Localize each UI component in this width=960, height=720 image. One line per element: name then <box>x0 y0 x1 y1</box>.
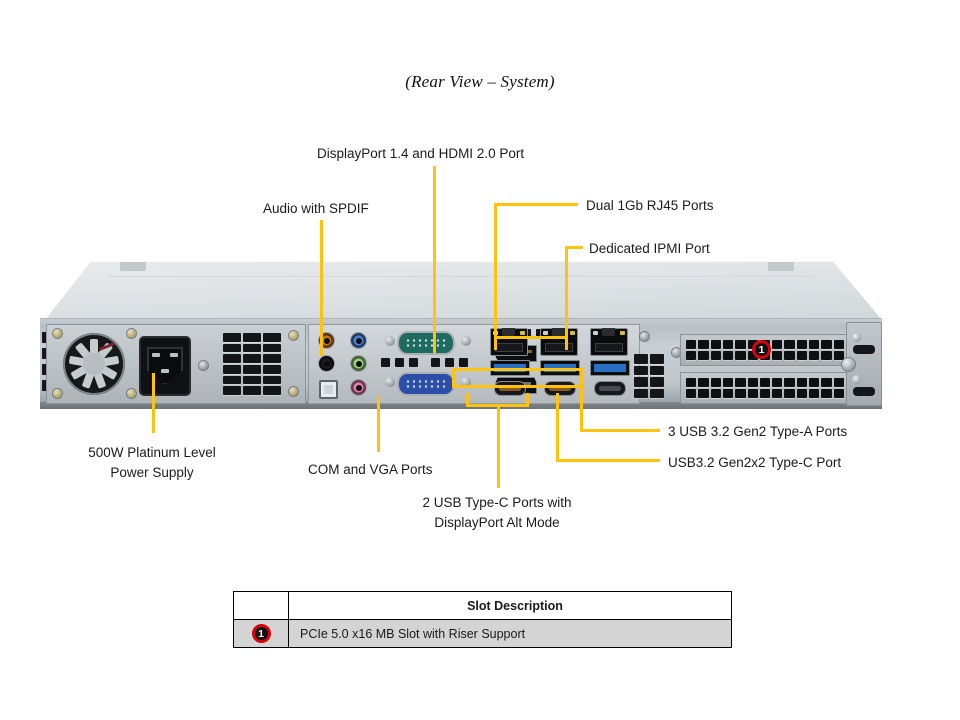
ac-power-inlet <box>139 336 191 396</box>
leader-usba-to-label <box>580 429 660 432</box>
rj45-lan-port-2 <box>540 328 578 356</box>
label-usb-typec-dp-alt: 2 USB Type-C Ports with DisplayPort Alt … <box>387 493 607 534</box>
psu-fan <box>63 333 125 395</box>
usb-3-2-gen2-type-a-port-3 <box>590 360 630 376</box>
table-row: 1 PCIe 5.0 x16 MB Slot with Riser Suppor… <box>233 619 732 648</box>
table-row-desc: PCIe 5.0 x16 MB Slot with Riser Support <box>288 619 732 648</box>
label-power-supply: 500W Platinum Level Power Supply <box>52 443 252 484</box>
label-typec-line1: 2 USB Type-C Ports with <box>422 495 572 510</box>
label-ipmi: Dedicated IPMI Port <box>589 241 710 256</box>
label-displayport-hdmi: DisplayPort 1.4 and HDMI 2.0 Port <box>317 146 525 161</box>
audio-jack-black <box>319 356 334 371</box>
leader-audio-spdif <box>320 220 323 356</box>
psu-vent-grid <box>223 333 281 395</box>
server-rear-chassis: 1 <box>40 258 882 410</box>
vga-port <box>397 372 455 396</box>
pcie-expansion-area: 1 <box>672 320 882 406</box>
lid-tab <box>768 262 795 271</box>
leader-ipmi-to-label <box>565 246 583 249</box>
table-header-num <box>233 591 289 620</box>
leader-usba-box-top <box>452 368 583 371</box>
label-com-vga: COM and VGA Ports <box>308 462 433 477</box>
leader-typec-bracket-left <box>466 393 469 407</box>
rj45-ipmi-port <box>590 328 628 356</box>
page-title: (Rear View – System) <box>405 72 555 91</box>
leader-typec-stem <box>497 404 500 488</box>
label-power-supply-line1: 500W Platinum Level <box>88 445 216 460</box>
leader-usba-box-right <box>580 368 583 388</box>
leader-rj45-bracket-left <box>494 336 497 350</box>
netplate-vent-grid <box>634 354 664 398</box>
slot-description-table: Slot Description 1 PCIe 5.0 x16 MB Slot … <box>233 591 732 648</box>
label-typec-line2: DisplayPort Alt Mode <box>434 515 560 531</box>
table-row-badge-cell: 1 <box>233 619 289 648</box>
leader-rj45-bracket-right <box>565 336 568 350</box>
slot-badge-1: 1 <box>251 624 271 643</box>
leader-ipmi-stem <box>565 246 568 338</box>
audio-jack-green <box>351 356 366 371</box>
leader-usbc-stem <box>556 393 559 462</box>
usb-type-c-dp-alt-port-1 <box>494 381 526 396</box>
leader-rj45-to-label <box>494 203 578 206</box>
leader-usba-box-bottom <box>452 385 583 388</box>
leader-usbc-to-label <box>556 459 660 462</box>
usb-type-c-dp-alt-port-2 <box>544 381 576 396</box>
table-header-row: Slot Description <box>233 591 732 620</box>
leader-usba-box-left <box>452 368 455 388</box>
chassis-top-lid <box>45 261 882 320</box>
lid-seam <box>107 276 815 277</box>
label-usb-type-c: USB3.2 Gen2x2 Type-C Port <box>668 455 842 470</box>
pcie-slot-bracket-bottom <box>680 372 850 404</box>
leader-typec-bracket-right <box>526 393 529 407</box>
com-serial-port <box>397 331 455 355</box>
leader-power-supply <box>152 373 155 433</box>
chassis-slot-badge-1: 1 <box>752 340 771 359</box>
label-audio-spdif: Audio with SPDIF <box>263 201 369 216</box>
leader-rj45-stem <box>494 203 497 337</box>
power-supply-module <box>46 324 306 404</box>
lid-tab <box>119 262 146 271</box>
motherboard-io-plate <box>308 324 640 404</box>
label-usb-type-a: 3 USB 3.2 Gen2 Type-A Ports <box>668 424 848 439</box>
bracket-thumbscrew <box>842 358 855 371</box>
leader-rj45-bracket-top <box>494 336 568 339</box>
label-rj45: Dual 1Gb RJ45 Ports <box>586 198 714 213</box>
leader-displayport-hdmi <box>433 166 436 353</box>
audio-jack-blue <box>351 333 366 348</box>
table-header-desc: Slot Description <box>288 591 732 620</box>
leader-com-vga <box>377 396 380 452</box>
usb-3-2-gen2x2-type-c-port <box>594 381 626 396</box>
label-power-supply-line2: Power Supply <box>110 465 194 481</box>
spdif-optical-port <box>319 380 338 399</box>
audio-jack-pink <box>351 380 366 395</box>
leader-usba-stem <box>580 385 583 431</box>
